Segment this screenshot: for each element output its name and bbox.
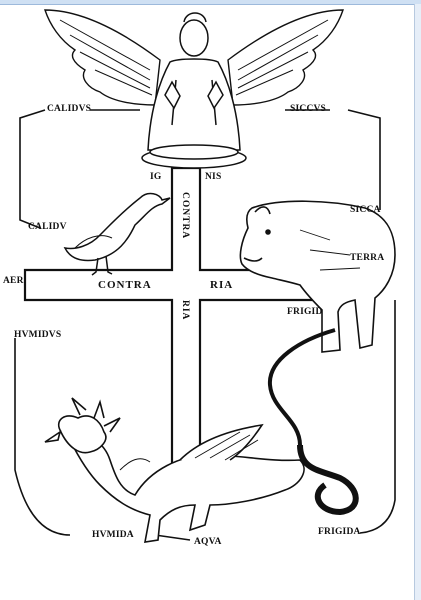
label-humidus: HVMIDVS <box>14 330 62 340</box>
connector-lines <box>14 109 396 541</box>
label-ria-horizontal: RIA <box>210 279 234 291</box>
line-calidus <box>19 109 46 229</box>
angel-wings <box>44 9 344 106</box>
line-frigida <box>359 300 396 534</box>
label-aer: AER <box>3 276 24 286</box>
label-siccus: SICCVS <box>290 104 327 114</box>
dragon <box>44 328 359 543</box>
label-aqua: AQVA <box>194 537 222 547</box>
label-sicca: SICCA <box>350 205 381 215</box>
bird <box>63 192 171 276</box>
label-humida: HVMIDA <box>92 530 134 540</box>
label-terra: TERRA <box>350 253 385 263</box>
scrollbar[interactable] <box>414 4 421 600</box>
line-siccus <box>347 109 381 210</box>
label-ria-vertical: RIA <box>180 300 190 321</box>
label-calidus-small: CALIDV <box>28 222 67 232</box>
label-frigida: FRIGIDA <box>318 527 361 537</box>
bear <box>239 200 396 353</box>
label-contra-horizontal: CONTRA <box>98 279 152 291</box>
window-top-edge <box>0 0 421 5</box>
label-nis: NIS <box>205 172 222 182</box>
label-ig: IG <box>150 172 162 182</box>
label-frigid: FRIGID <box>287 307 323 317</box>
label-calidus: CALIDVS <box>47 104 92 114</box>
angel-figure <box>141 12 247 169</box>
line-humidus <box>14 338 71 536</box>
label-contra-vertical: CONTRA <box>180 192 190 240</box>
